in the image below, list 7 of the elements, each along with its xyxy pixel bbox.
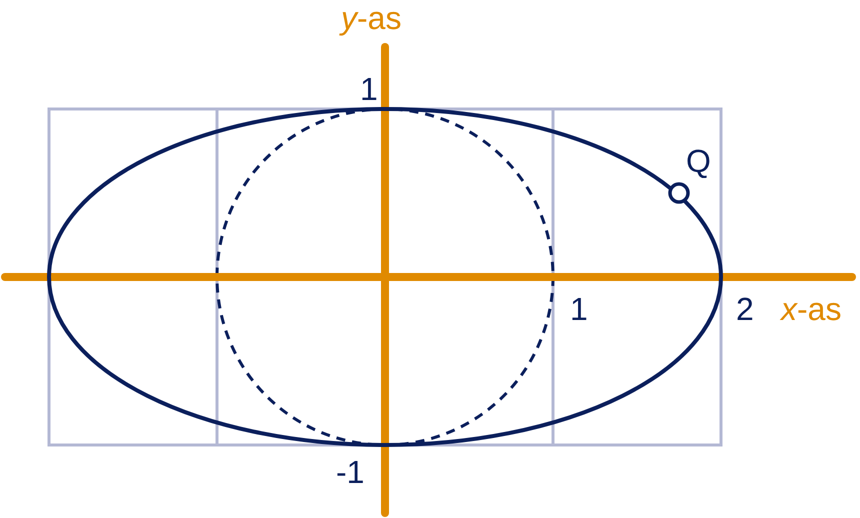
axis-label: x-as: [781, 293, 842, 325]
tick-label: -1: [336, 456, 364, 488]
tick-label: 1: [360, 73, 378, 105]
axis-label: y-as: [341, 2, 402, 34]
tick-label: 1: [570, 293, 588, 325]
tick-label: 2: [736, 293, 754, 325]
point-label: Q: [686, 145, 711, 177]
